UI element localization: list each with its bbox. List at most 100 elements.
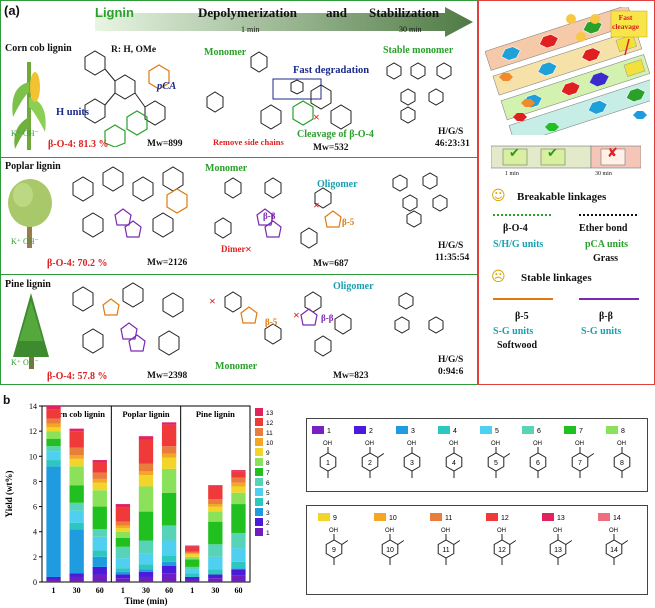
- bar-segment: [185, 546, 200, 552]
- bar-segment: [69, 428, 84, 432]
- bar-segment: [46, 431, 61, 439]
- y-tick-label: 6: [33, 503, 37, 512]
- svg-text:×: ×: [209, 294, 216, 308]
- bar-segment: [92, 574, 107, 582]
- compound-swatch: [318, 513, 330, 521]
- bar-segment: [92, 566, 107, 575]
- bar-segment: [138, 576, 154, 582]
- poplar-oligomer: Oligomer: [317, 179, 358, 190]
- compound-swatch: [354, 426, 366, 434]
- legend-swatch: [255, 428, 263, 436]
- compound-swatch: [312, 426, 324, 434]
- legend-swatch: [255, 408, 263, 416]
- legend-swatch: [255, 508, 263, 516]
- check-icon-1: ✔: [509, 146, 520, 161]
- bar-segment: [231, 568, 246, 570]
- corn-monomer-structures: ×: [206, 51, 352, 130]
- compound-number: 11: [445, 515, 452, 522]
- row-separator-2: [1, 274, 479, 275]
- bar-segment: [115, 574, 131, 579]
- compound-number: 14: [613, 515, 621, 522]
- bar-segment: [46, 579, 61, 582]
- bar-segment: [69, 576, 84, 582]
- ring-number: 3: [410, 460, 414, 467]
- group-label: Pine lignin: [196, 409, 235, 419]
- bar-segment: [115, 546, 131, 559]
- bar-segment: [161, 565, 177, 574]
- corn-mw: Mw=899: [147, 139, 183, 149]
- y-tick-label: 10: [29, 452, 37, 461]
- lignin-header: Lignin: [95, 5, 134, 20]
- bar-segment: [115, 558, 131, 569]
- pine-mw2: Mw=823: [333, 371, 369, 381]
- bar-segment: [115, 578, 131, 582]
- poplar-products-structures: × ×: [214, 177, 342, 256]
- bar-segment: [46, 576, 61, 580]
- shg-units-label: S/H/G units: [493, 239, 544, 250]
- bar-segment: [69, 522, 84, 530]
- time-arrow: [95, 7, 473, 37]
- bar-segment: [161, 457, 177, 469]
- legend-label: 5: [266, 490, 270, 497]
- bar-segment: [208, 544, 223, 557]
- bar-segment: [46, 466, 61, 577]
- compound-number: 1: [327, 428, 331, 435]
- happy-face-icon: ☺: [491, 188, 506, 204]
- legend-swatch: [255, 498, 263, 506]
- bar-segment: [231, 492, 246, 505]
- ring-number: 12: [498, 547, 506, 554]
- bar-segment: [138, 553, 154, 565]
- poplar-hgs-label: H/G/S: [438, 241, 464, 251]
- bar-segment: [115, 521, 131, 526]
- pine-k-oh: K⁺ OH⁻: [11, 358, 39, 367]
- bar-segment: [231, 569, 246, 576]
- oh-label: OH: [617, 441, 626, 447]
- bar-segment: [161, 561, 177, 566]
- ome-bond: [397, 540, 405, 545]
- bar-segment: [161, 446, 177, 454]
- legend-label: 10: [266, 440, 274, 447]
- compound-swatch: [438, 426, 450, 434]
- poplar-monomer: Monomer: [205, 163, 248, 174]
- compound-number: 7: [579, 428, 583, 435]
- ring-number: 7: [578, 460, 582, 467]
- bar-segment: [208, 521, 223, 545]
- bar-segment: [185, 579, 200, 582]
- poplar-stable-monomer-structures: [392, 172, 448, 228]
- svg-text:×: ×: [313, 198, 320, 212]
- legend-swatch: [255, 528, 263, 536]
- corn-hgs-label: H/G/S: [438, 127, 464, 137]
- compound-number: 6: [537, 428, 541, 435]
- bo4-legend-label: β-O-4: [503, 223, 528, 234]
- y-axis-label: Yield (wt%): [4, 471, 14, 518]
- legend-swatch: [255, 478, 263, 486]
- oh-label: OH: [365, 441, 374, 447]
- and-header: and: [326, 5, 347, 20]
- panel-a-legend: Fast cleavage ✔ ✔ ✘ 1 min 30 min ☺ Break…: [478, 0, 655, 385]
- bar-segment: [231, 471, 246, 478]
- bar-segment: [92, 506, 107, 530]
- legend-time-30min: 30 min: [595, 171, 612, 177]
- oh-label: OH: [385, 528, 394, 534]
- bar-segment: [115, 538, 131, 547]
- bar-segment: [69, 455, 84, 459]
- bar-segment: [92, 482, 107, 491]
- poplar-bb: β-β: [263, 211, 276, 221]
- b5-line-sample: [493, 298, 553, 300]
- ring-number: 4: [452, 460, 456, 467]
- legend-swatch: [255, 448, 263, 456]
- group-label: Poplar lignin: [122, 409, 170, 419]
- panel-a: (a) Lignin Depolymerization and Stabiliz…: [0, 0, 479, 385]
- oh-label: OH: [575, 441, 584, 447]
- bar-segment: [46, 446, 61, 452]
- bar-segment: [185, 573, 200, 577]
- y-tick-label: 0: [33, 578, 37, 587]
- legend-swatch: [255, 488, 263, 496]
- poplar-dimer: Dimer: [221, 244, 246, 254]
- legend-label: 12: [266, 420, 274, 427]
- compound-number: 5: [495, 428, 499, 435]
- bar-segment: [115, 507, 131, 522]
- corn-stable-monomer: Stable monomer: [383, 45, 454, 56]
- legend-label: 7: [266, 470, 270, 477]
